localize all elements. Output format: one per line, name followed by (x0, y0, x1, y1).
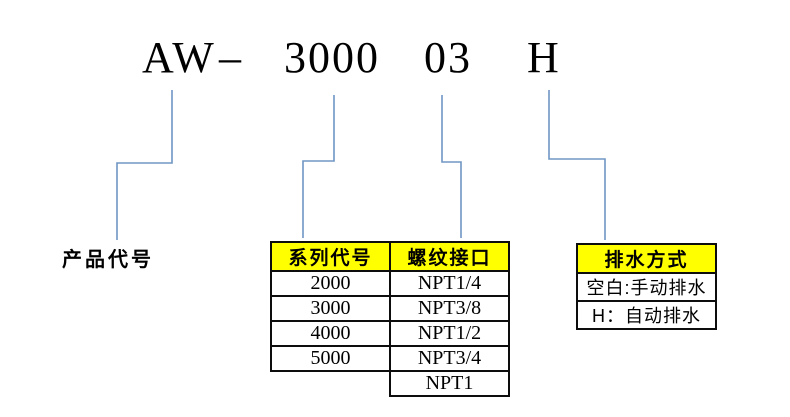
table-row: H：自动排水 (576, 300, 717, 330)
connector-line-product-code (116, 90, 173, 240)
connector-line-port (441, 95, 462, 238)
series-cell: 4000 (270, 320, 391, 347)
thread-cell: NPT3/4 (389, 345, 510, 372)
thread-cell: NPT1/2 (389, 320, 510, 347)
series-cell: 5000 (270, 345, 391, 372)
thread-cell: NPT1 (389, 370, 510, 397)
title-segment-port: 03 (424, 33, 472, 82)
series-cell-empty (271, 371, 390, 396)
table-row: 空白:手动排水 (576, 272, 717, 302)
table-row: 5000 NPT3/4 (270, 345, 510, 372)
series-table-header-row: 系列代号 螺纹接口 (270, 241, 510, 272)
connector-line-series (302, 95, 335, 238)
title-segment-dash: – (219, 33, 243, 82)
product-code-label: 产品代号 (62, 249, 154, 271)
series-table: 系列代号 螺纹接口 2000 NPT1/4 3000 NPT3/8 4000 N… (270, 241, 510, 397)
drain-option-auto: H：自动排水 (576, 300, 717, 330)
table-row: 2000 NPT1/4 (270, 270, 510, 297)
drain-option-manual: 空白:手动排水 (576, 272, 717, 302)
table-row: 3000 NPT3/8 (270, 295, 510, 322)
series-header-cell: 系列代号 (270, 241, 391, 272)
connector-line-drain (548, 90, 606, 240)
thread-cell: NPT1/4 (389, 270, 510, 297)
drain-table-header-row: 排水方式 (576, 243, 717, 274)
drain-header-cell: 排水方式 (576, 243, 717, 274)
table-row: 4000 NPT1/2 (270, 320, 510, 347)
title-segment-code: AW (142, 33, 216, 82)
table-row: NPT1 (271, 370, 510, 397)
title-segment-drain: H (527, 33, 561, 82)
series-cell: 2000 (270, 270, 391, 297)
title-segment-series: 3000 (284, 33, 380, 82)
series-cell: 3000 (270, 295, 391, 322)
thread-cell: NPT3/8 (389, 295, 510, 322)
drain-table: 排水方式 空白:手动排水 H：自动排水 (576, 243, 717, 330)
thread-header-cell: 螺纹接口 (389, 241, 510, 272)
